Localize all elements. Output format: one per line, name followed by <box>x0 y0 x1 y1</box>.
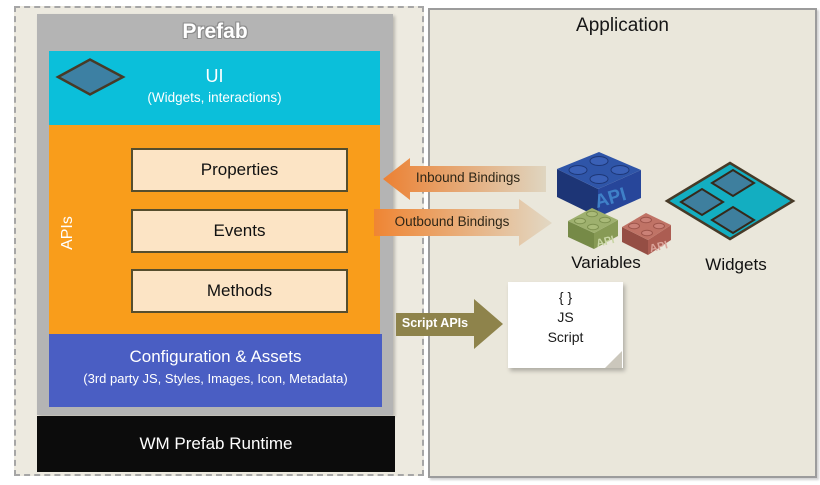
wm-prefab-runtime-block: WM Prefab Runtime <box>37 416 395 472</box>
outbound-bindings-label: Outbound Bindings <box>394 214 510 229</box>
variables-label: Variables <box>571 253 641 272</box>
note-line-script: Script <box>547 329 584 345</box>
properties-box: Properties <box>131 148 348 192</box>
ui-block <box>49 51 380 125</box>
methods-box: Methods <box>131 269 348 313</box>
js-script-note: { } JS Script <box>508 282 623 368</box>
configuration-subtitle: (3rd party JS, Styles, Images, Icon, Met… <box>83 371 348 386</box>
apis-label: APIs <box>59 216 76 250</box>
widgets-label: Widgets <box>705 255 767 274</box>
events-box: Events <box>131 209 348 253</box>
configuration-title: Configuration & Assets <box>129 347 302 366</box>
ui-subtitle: (Widgets, interactions) <box>147 90 282 105</box>
application-title: Application <box>576 15 669 36</box>
prefab-title: Prefab <box>182 20 248 43</box>
ui-title: UI <box>205 66 224 86</box>
inbound-bindings-label: Inbound Bindings <box>415 170 521 185</box>
script-apis-label: Script APIs <box>401 316 469 330</box>
configuration-assets-block <box>49 334 382 407</box>
application-panel <box>428 8 817 478</box>
note-line-braces: { } <box>558 289 573 305</box>
note-line-js: JS <box>557 309 574 325</box>
